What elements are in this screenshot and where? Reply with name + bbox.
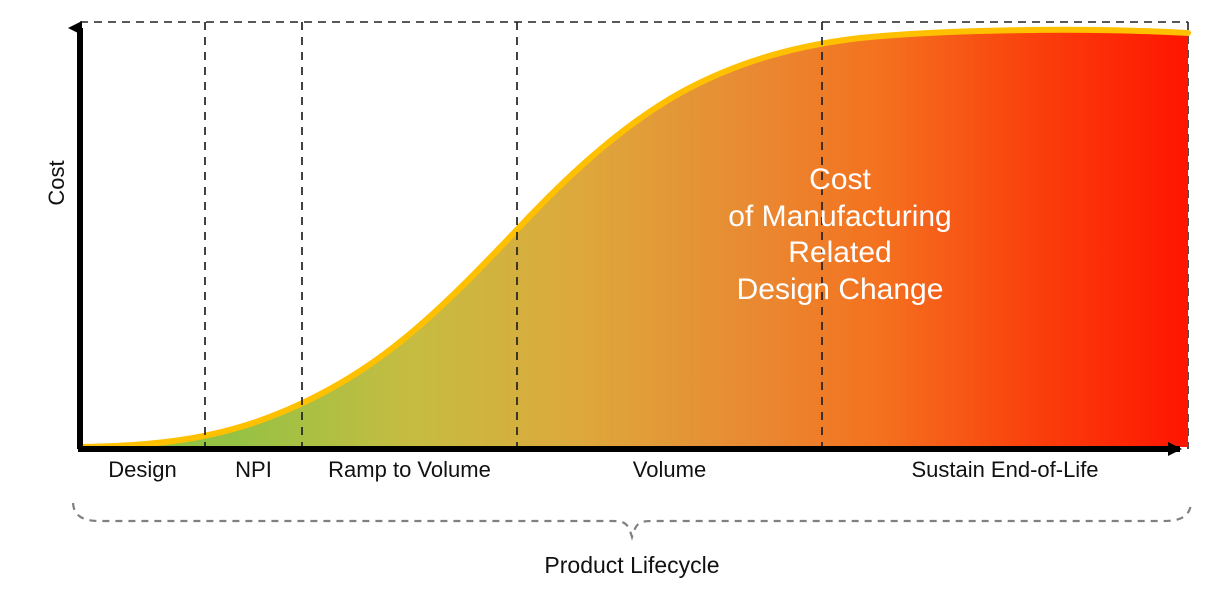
lifecycle-bracket-label: Product Lifecycle <box>544 552 720 578</box>
cost-curve-line <box>77 26 1191 450</box>
phase-label-npi: NPI <box>235 457 272 482</box>
cost-area-fill <box>80 29 1188 448</box>
phase-label-sustain-end-of-life: Sustain End-of-Life <box>911 457 1099 482</box>
curve-annotation-line-2: of Manufacturing <box>728 199 952 233</box>
curve-annotation-line-1: Cost <box>809 163 871 196</box>
y-axis-label: Cost <box>44 160 69 206</box>
phase-label-design: Design <box>108 457 177 482</box>
phase-label-ramp-to-volume: Ramp to Volume <box>328 457 491 482</box>
curve-annotation: Cost of Manufacturing Related Design Cha… <box>655 162 1025 308</box>
curve-annotation-line-3: Related <box>788 236 892 270</box>
curve-annotation-line-4: Design Change <box>736 272 944 306</box>
phase-label-volume: Volume <box>632 457 707 482</box>
lifecycle-bracket <box>71 502 1193 541</box>
